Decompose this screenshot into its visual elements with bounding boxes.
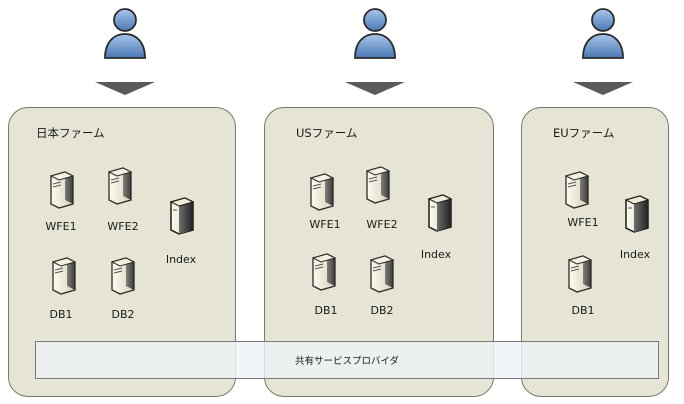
- server-label: WFE1: [309, 218, 341, 231]
- user-icon: [100, 6, 150, 62]
- server-label: Index: [165, 253, 197, 266]
- web-server-icon: [103, 166, 133, 206]
- server-label: Index: [619, 248, 651, 261]
- server-label: WFE1: [45, 220, 77, 233]
- server-label: WFE1: [567, 216, 599, 229]
- server-label: DB1: [49, 308, 73, 321]
- index-server-icon: [423, 193, 453, 233]
- web-server-icon: [560, 170, 590, 210]
- server-label: Index: [420, 248, 452, 261]
- down-arrow-icon: [345, 82, 405, 95]
- user-icon: [578, 6, 628, 62]
- down-arrow-icon: [573, 82, 633, 95]
- farm-title: 日本ファーム: [36, 126, 105, 140]
- database-server-icon: [307, 252, 337, 292]
- database-server-icon: [47, 256, 77, 296]
- user-icon: [350, 6, 400, 62]
- server-label: DB1: [314, 304, 338, 317]
- database-server-icon: [365, 254, 395, 294]
- shared-service-provider: 共有サービスプロバイダ: [35, 341, 659, 379]
- server-label: WFE2: [107, 220, 139, 233]
- index-server-icon: [620, 194, 650, 234]
- server-label: DB2: [111, 308, 135, 321]
- down-arrow-icon: [95, 82, 155, 95]
- database-server-icon: [563, 254, 593, 294]
- database-server-icon: [106, 256, 136, 296]
- farm-title: EUファーム: [553, 126, 615, 140]
- server-label: DB2: [370, 304, 394, 317]
- web-server-icon: [305, 172, 335, 212]
- server-label: DB1: [571, 304, 595, 317]
- server-label: WFE2: [366, 218, 398, 231]
- web-server-icon: [361, 165, 391, 205]
- farm-title: USファーム: [296, 126, 358, 140]
- shared-service-label: 共有サービスプロバイダ: [294, 356, 400, 367]
- web-server-icon: [45, 170, 75, 210]
- index-server-icon: [165, 196, 195, 236]
